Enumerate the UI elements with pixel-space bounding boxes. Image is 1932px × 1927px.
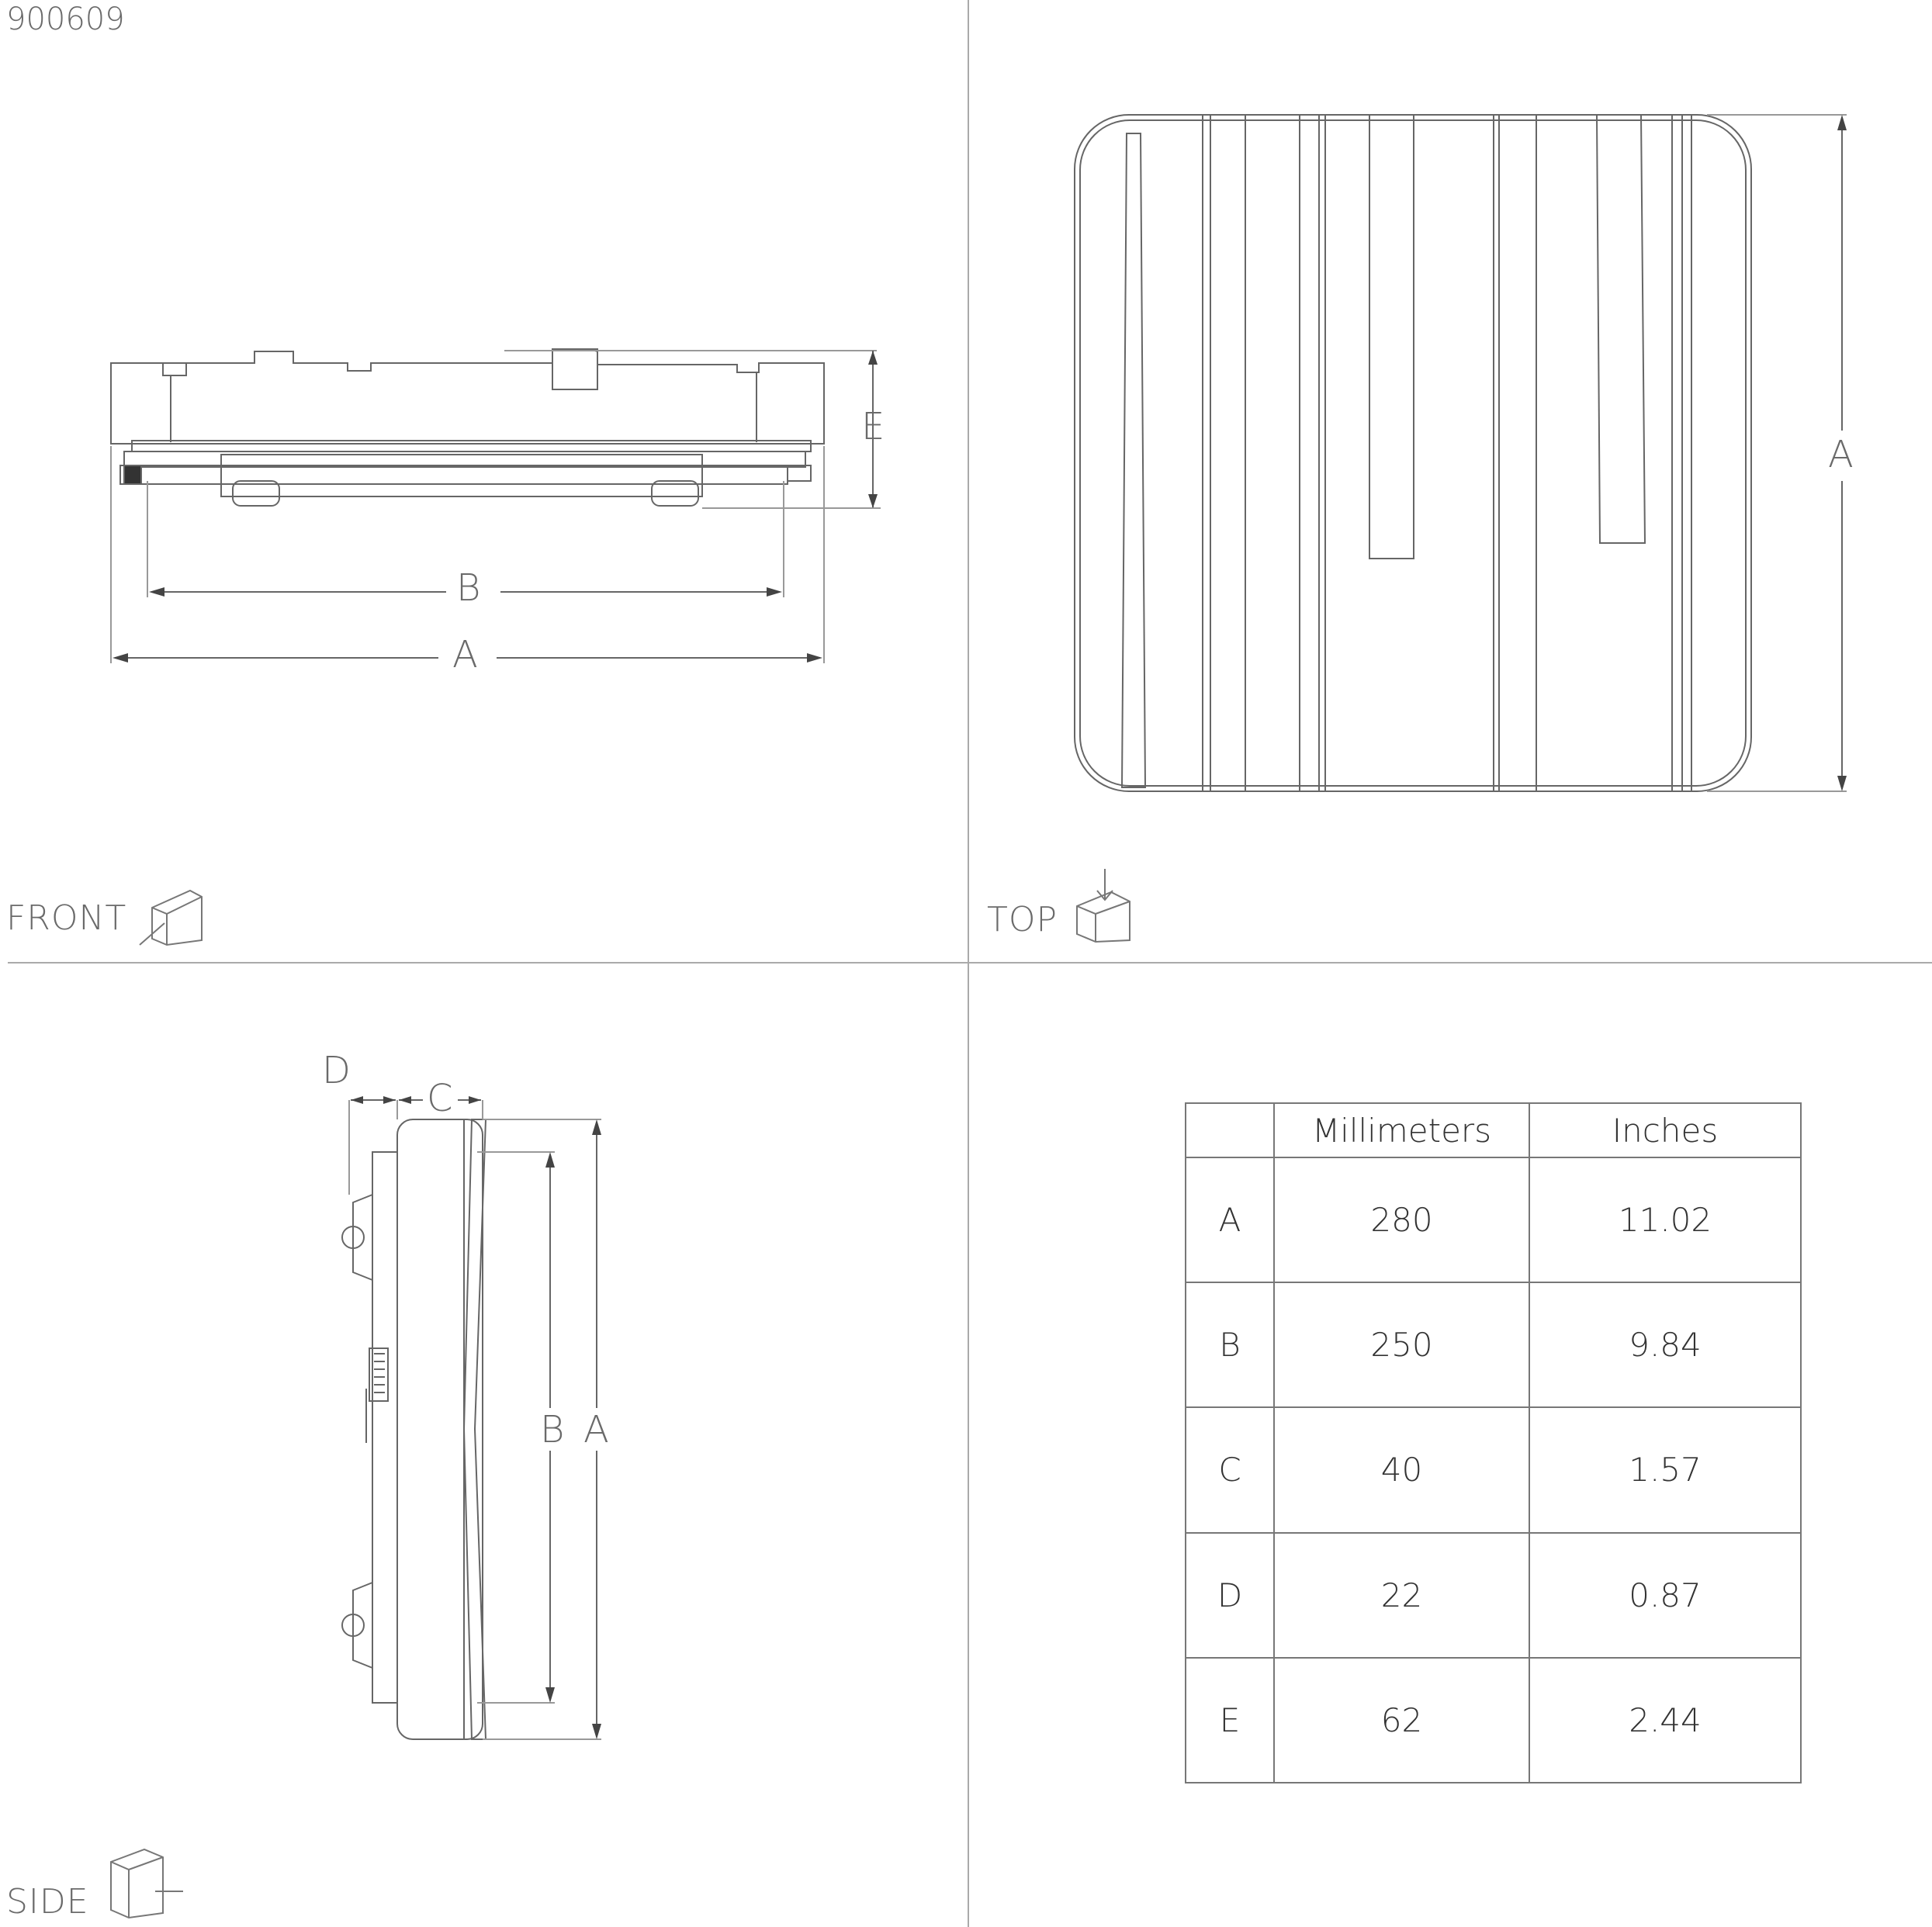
table-header-row: Millimeters Inches [1185,1102,1802,1158]
front-view-label: FRONT [6,898,127,938]
front-dim-a: A [452,633,478,676]
side-dim-a: A [583,1408,609,1451]
row-label: A [1185,1156,1275,1284]
front-dim-b: B [456,566,481,610]
table-header-blank [1185,1102,1275,1158]
mm-value: 280 [1273,1156,1530,1284]
row-label: B [1185,1282,1275,1409]
inch-value: 9.84 [1529,1282,1802,1409]
side-dim-d: D [322,1049,351,1092]
top-view-icon [1076,869,1130,943]
row-label: D [1185,1531,1275,1659]
product-code: 900609 [6,2,125,37]
top-view-label: TOP [987,900,1058,939]
side-dim-c: C [427,1077,453,1120]
table-row: B 250 9.84 [1185,1282,1802,1409]
inch-value: 1.57 [1529,1406,1802,1534]
dimensions-table: Millimeters Inches A 280 11.02 B 250 9.8… [1185,1102,1802,1784]
table-row: A 280 11.02 [1185,1156,1802,1284]
table-row: C 40 1.57 [1185,1406,1802,1534]
mm-value: 250 [1273,1282,1530,1409]
side-view-drawing [341,1099,601,1740]
inch-value: 0.87 [1529,1531,1802,1659]
front-dim-e: E [861,405,885,448]
top-dim-a: A [1828,433,1854,476]
mm-value: 40 [1273,1406,1530,1534]
inch-value: 11.02 [1529,1156,1802,1284]
inch-value: 2.44 [1529,1656,1802,1784]
side-dim-b: B [540,1408,565,1451]
side-view-icon [110,1848,183,1919]
top-view-drawing [1074,114,1847,792]
mm-value: 62 [1273,1656,1530,1784]
table-row: E 62 2.44 [1185,1656,1802,1784]
row-label: E [1185,1656,1275,1784]
table-row: D 22 0.87 [1185,1531,1802,1659]
table-header-in: Inches [1529,1102,1802,1158]
front-view-drawing [110,348,881,663]
side-view-label: SIDE [6,1882,89,1922]
table-header-mm: Millimeters [1273,1102,1530,1158]
row-label: C [1185,1406,1275,1534]
front-view-icon [139,889,203,946]
mm-value: 22 [1273,1531,1530,1659]
